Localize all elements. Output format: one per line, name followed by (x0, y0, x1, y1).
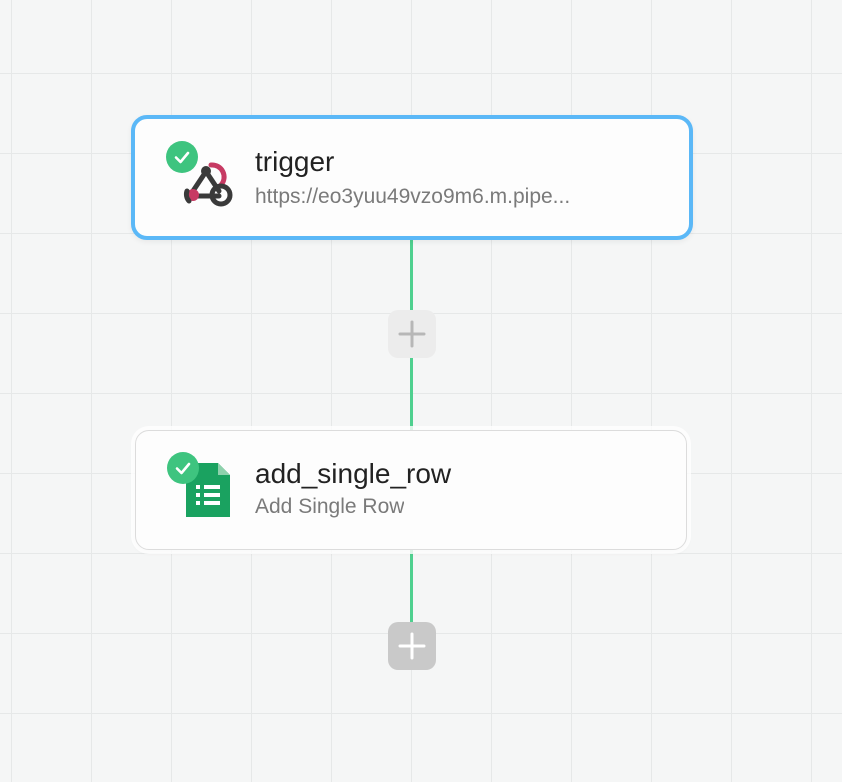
connector-line (410, 240, 413, 310)
connector-line (410, 550, 413, 622)
plus-icon (398, 320, 426, 348)
connector-line (410, 356, 413, 430)
step-title: trigger (255, 146, 335, 177)
add-step-button[interactable] (388, 310, 436, 358)
step-card-trigger[interactable]: trigger https://eo3yuu49vzo9m6.m.pipe... (131, 115, 693, 240)
google-sheets-icon (176, 457, 240, 521)
success-check-icon (166, 141, 198, 173)
webhook-icon (175, 151, 239, 215)
step-title: add_single_row (255, 458, 452, 489)
step-subtitle: https://eo3yuu49vzo9m6.m.pipe... (255, 185, 571, 208)
step-subtitle: Add Single Row (255, 495, 405, 518)
success-check-icon (167, 452, 199, 484)
step-card-add-single-row[interactable]: add_single_row Add Single Row (135, 430, 687, 550)
plus-icon (398, 632, 426, 660)
add-step-button[interactable] (388, 622, 436, 670)
